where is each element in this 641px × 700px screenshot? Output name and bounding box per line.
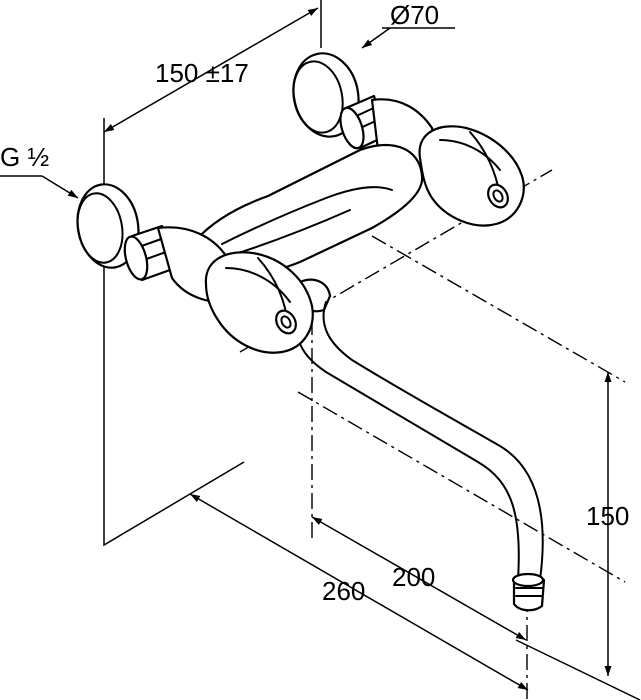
spacing-dimension bbox=[103, 7, 319, 133]
thread-label: G ½ bbox=[0, 142, 49, 172]
height-label: 150 bbox=[586, 501, 629, 531]
wall-outline bbox=[103, 118, 245, 547]
front-wall-flange bbox=[76, 183, 140, 269]
rear-handle-knob[interactable] bbox=[418, 125, 525, 227]
diameter-label: Ø70 bbox=[390, 0, 439, 30]
diameter-leader bbox=[361, 27, 455, 49]
spout-tube bbox=[296, 301, 544, 581]
reach-extension-line bbox=[515, 639, 641, 700]
reach-inner-dimension bbox=[311, 516, 527, 641]
spout-aerator bbox=[511, 572, 546, 612]
reach-outer-label: 260 bbox=[322, 576, 365, 606]
front-handle-knob[interactable] bbox=[204, 251, 314, 354]
spacing-label: 150 ±17 bbox=[155, 58, 249, 88]
reach-inner-label: 200 bbox=[392, 562, 435, 592]
thread-leader bbox=[0, 175, 79, 199]
